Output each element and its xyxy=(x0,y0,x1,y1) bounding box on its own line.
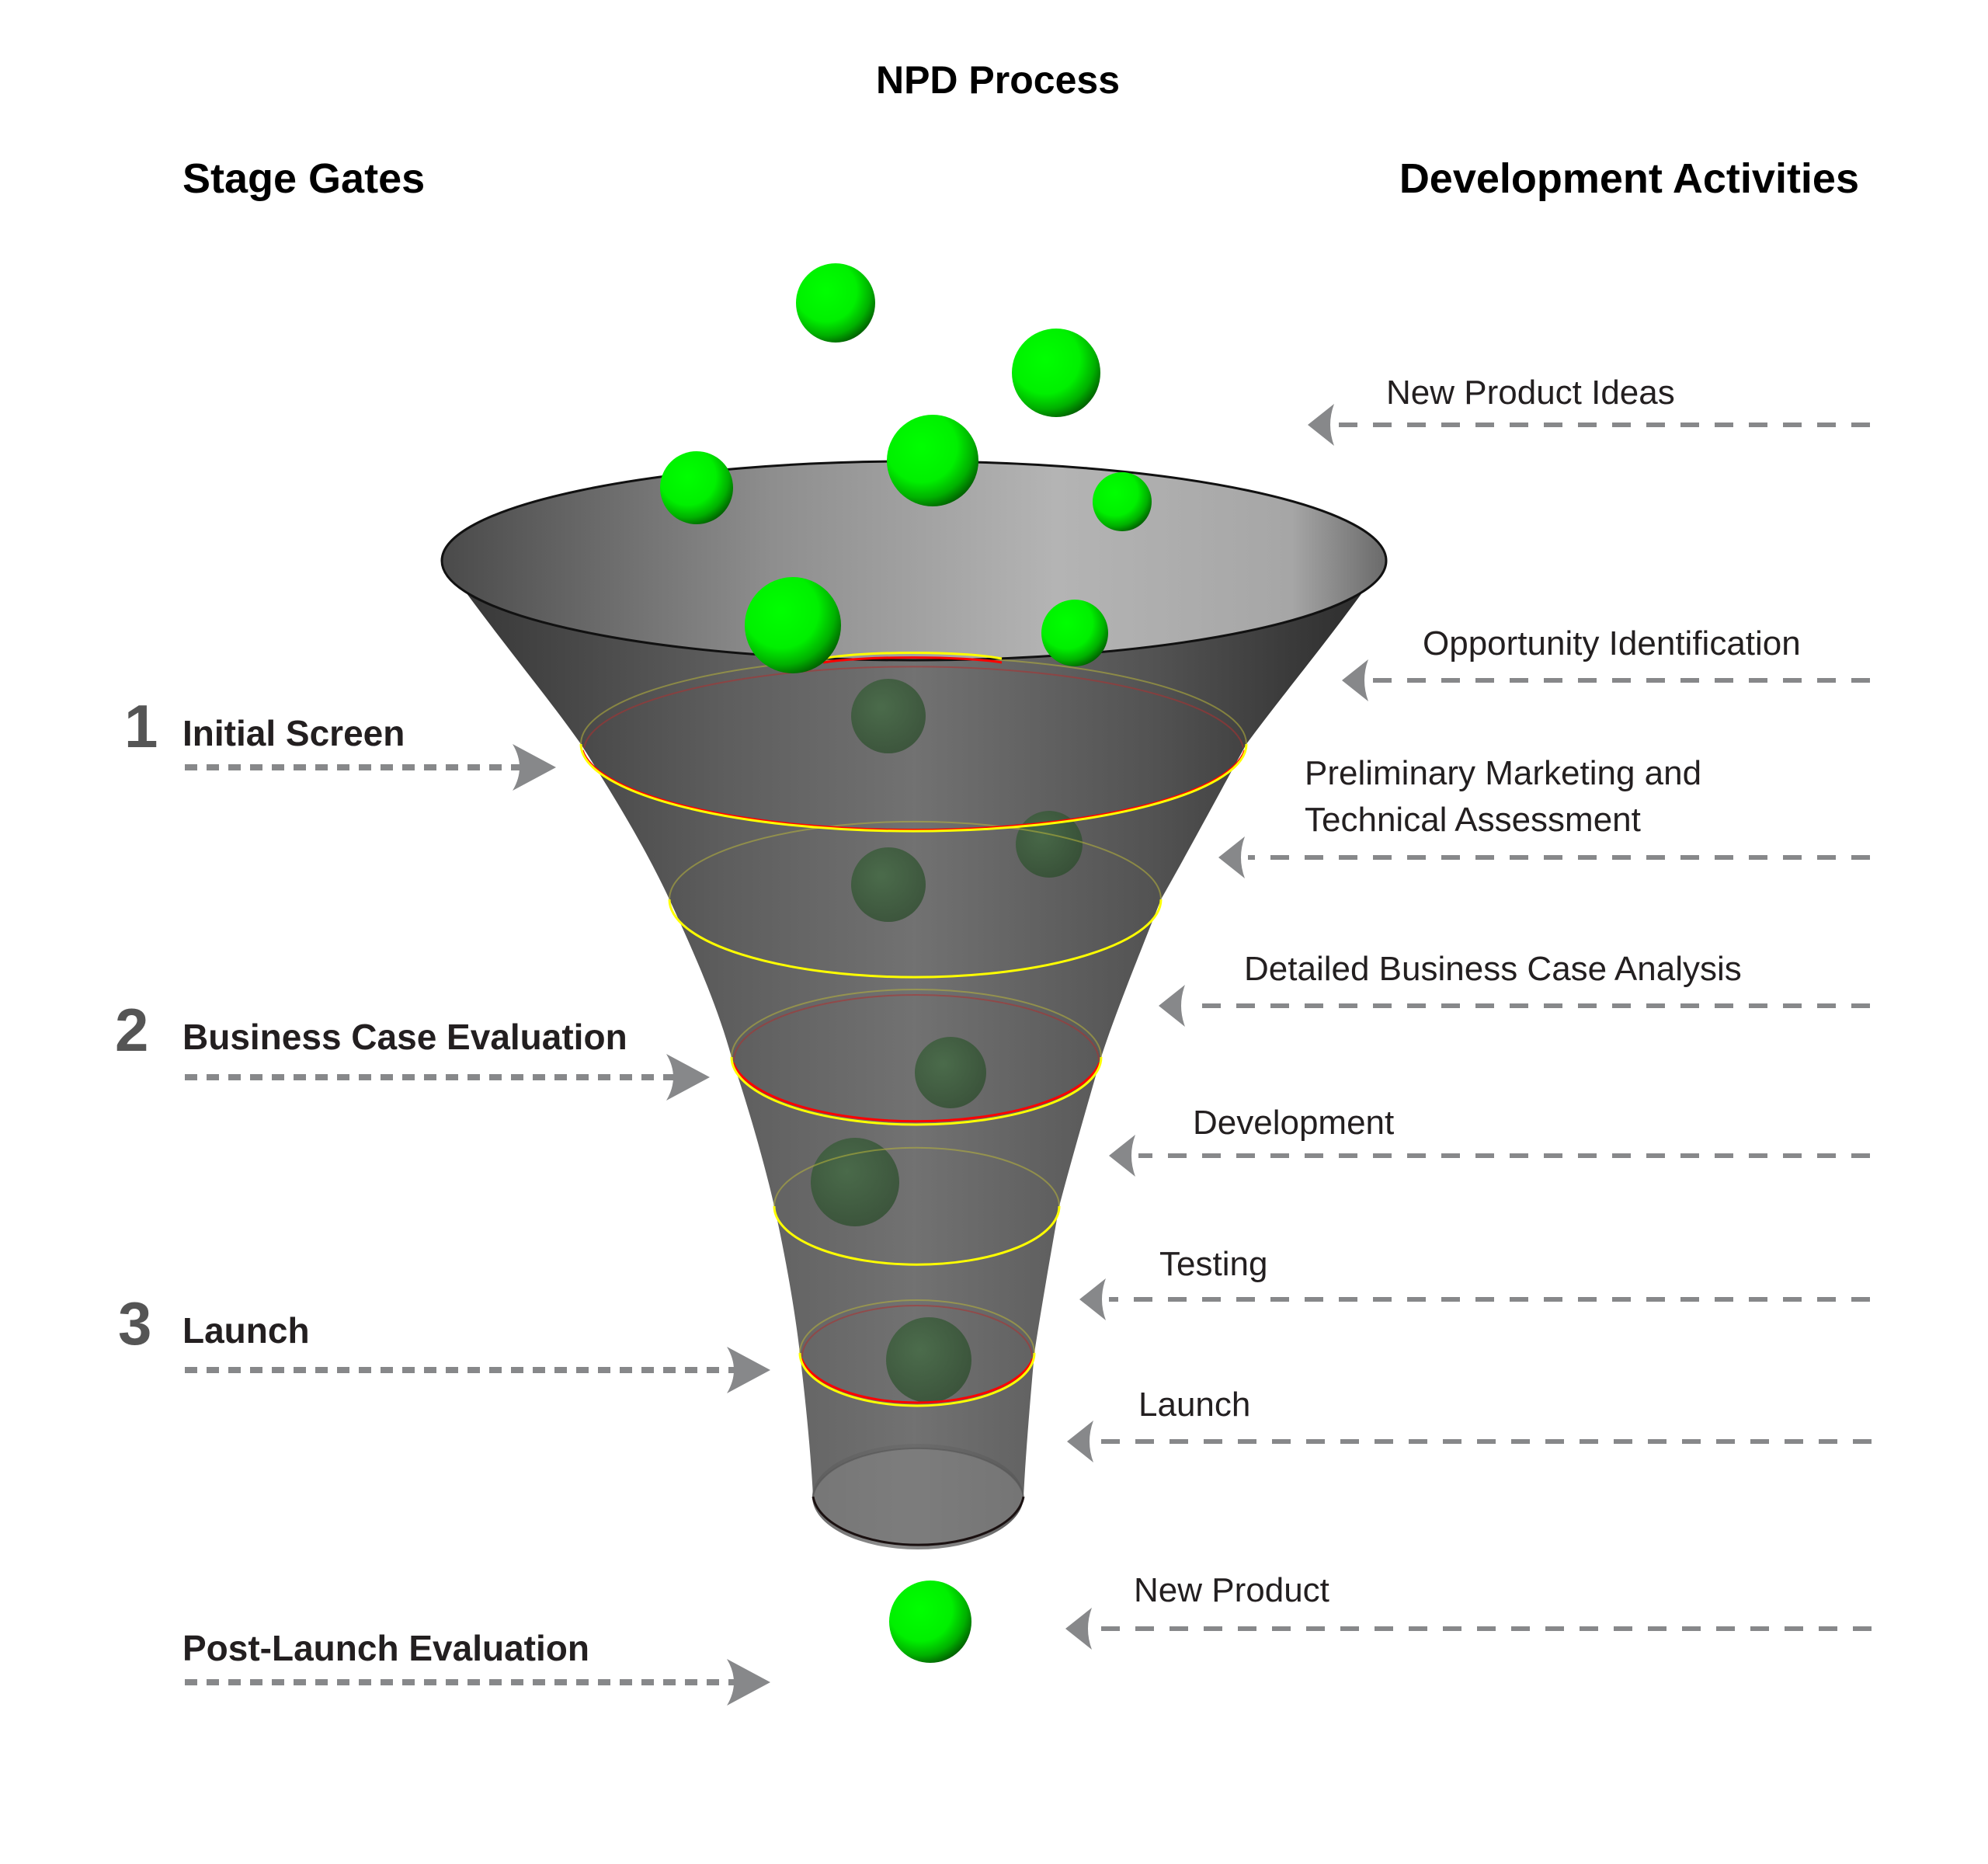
arrow-left-icon xyxy=(1308,404,1334,446)
idea-ball-inside xyxy=(886,1317,971,1403)
stage-gate-2: 2 Business Case Evaluation xyxy=(115,996,710,1101)
stage-gate-post-launch: Post-Launch Evaluation xyxy=(182,1628,770,1706)
ring-back xyxy=(799,1299,1035,1354)
activity-new-product: New Product xyxy=(1065,1571,1872,1650)
gate-label: Business Case Evaluation xyxy=(182,1017,627,1057)
stage-gate-3: 3 Launch xyxy=(118,1289,770,1393)
activity-label: Testing xyxy=(1159,1245,1267,1283)
activity-label: New Product Ideas xyxy=(1386,374,1675,412)
arrow-right-icon xyxy=(727,1659,770,1706)
diagram-title: NPD Process xyxy=(876,58,1120,102)
activity-opportunity-identification: Opportunity Identification xyxy=(1342,624,1870,701)
funnel-bottom-inner xyxy=(813,1448,1024,1546)
funnel-rings-back xyxy=(580,656,1247,1358)
arrow-right-icon xyxy=(666,1054,710,1101)
gate-ring-3-yellow xyxy=(798,1352,1036,1407)
funnel-rings-front xyxy=(579,743,1248,1407)
ring-back xyxy=(733,994,1100,1062)
arrow-left-icon xyxy=(1109,1135,1135,1177)
gate-ring-glimpse-red xyxy=(822,656,1003,664)
idea-ball xyxy=(745,577,841,673)
stage-gates-heading: Stage Gates xyxy=(182,155,425,202)
activity-detailed-business-case: Detailed Business Case Analysis xyxy=(1159,950,1870,1027)
stage-ring-yellow xyxy=(668,899,1163,979)
activity-label-line-1: Preliminary Marketing and xyxy=(1305,754,1701,792)
idea-ball-inside xyxy=(915,1037,986,1108)
arrow-left-icon xyxy=(1067,1421,1093,1462)
activity-launch: Launch xyxy=(1067,1386,1872,1462)
gate-ring-3-red xyxy=(800,1358,1034,1404)
development-activities-heading: Development Activities xyxy=(1399,155,1859,202)
gate-number: 3 xyxy=(118,1289,151,1358)
idea-ball-inside xyxy=(1016,811,1083,878)
idea-ball-inside xyxy=(851,847,926,922)
ring-back xyxy=(583,666,1244,749)
new-product-ball xyxy=(889,1581,971,1663)
stage-gates: 1 Initial Screen 2 Business Case Evaluat… xyxy=(115,692,770,1706)
activity-label-line-2: Technical Assessment xyxy=(1305,801,1641,839)
activity-new-product-ideas: New Product Ideas xyxy=(1308,374,1870,446)
activity-testing: Testing xyxy=(1079,1245,1870,1320)
new-product-ideas-balls xyxy=(660,263,1152,673)
activity-label: Detailed Business Case Analysis xyxy=(1244,950,1742,988)
stage-gate-1: 1 Initial Screen xyxy=(124,692,556,791)
idea-ball-inside xyxy=(811,1138,899,1226)
arrow-left-icon xyxy=(1065,1608,1092,1650)
development-activities: New Product Ideas Opportunity Identifica… xyxy=(1065,374,1872,1650)
idea-ball xyxy=(1041,600,1108,666)
ideas-inside-funnel xyxy=(811,679,1083,1403)
idea-ball-inside xyxy=(851,679,926,753)
arrow-left-icon xyxy=(1218,836,1245,878)
activity-development: Development xyxy=(1109,1104,1870,1177)
arrow-left-icon xyxy=(1159,985,1185,1027)
activity-label: Opportunity Identification xyxy=(1423,624,1801,662)
funnel-bottom-rim-back xyxy=(812,1447,1024,1497)
idea-ball xyxy=(1012,329,1100,417)
idea-ball xyxy=(796,263,875,343)
stage-ring-yellow xyxy=(773,1205,1061,1266)
gate-ring-glimpse-yellow xyxy=(822,652,1003,660)
arrow-left-icon xyxy=(1342,659,1368,701)
idea-ball xyxy=(1093,472,1152,531)
ring-back xyxy=(669,820,1162,900)
activity-label: Development xyxy=(1193,1104,1394,1142)
gate-ring-2-yellow xyxy=(730,1056,1103,1126)
gate-label: Launch xyxy=(182,1310,310,1351)
gate-number: 1 xyxy=(124,692,158,760)
idea-ball xyxy=(887,415,978,506)
gate-number: 2 xyxy=(115,996,148,1064)
activity-preliminary-assessment: Preliminary Marketing and Technical Asse… xyxy=(1218,754,1870,878)
ring-back xyxy=(773,1146,1060,1207)
arrow-right-icon xyxy=(513,744,556,791)
arrow-left-icon xyxy=(1079,1278,1106,1320)
ring-back xyxy=(731,989,1102,1058)
arrow-right-icon xyxy=(727,1347,770,1393)
gate-ring-1-yellow xyxy=(579,743,1248,833)
gate-label: Initial Screen xyxy=(182,713,405,753)
activity-label: New Product xyxy=(1134,1571,1329,1609)
funnel-bottom-rim xyxy=(812,1496,1025,1546)
idea-ball xyxy=(660,451,733,524)
gate-ring-2-red xyxy=(732,1062,1101,1123)
activity-label: Launch xyxy=(1138,1386,1250,1424)
ring-back xyxy=(801,1305,1033,1358)
gate-label: Post-Launch Evaluation xyxy=(182,1628,589,1668)
